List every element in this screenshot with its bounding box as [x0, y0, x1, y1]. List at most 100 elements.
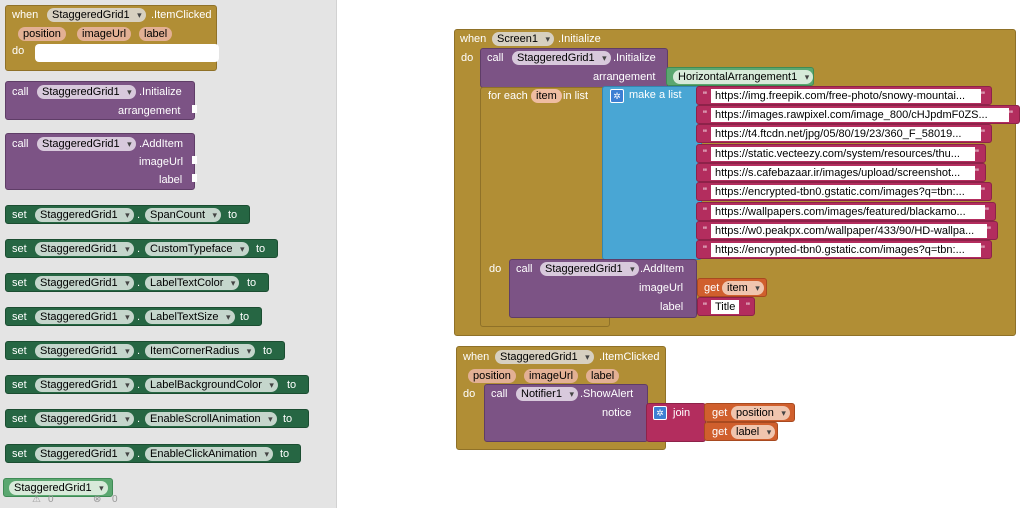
component-dropdown[interactable]: StaggeredGrid1: [35, 412, 134, 426]
component-dropdown[interactable]: StaggeredGrid1: [35, 242, 134, 256]
param-position[interactable]: position: [18, 27, 66, 41]
component-dropdown[interactable]: StaggeredGrid1: [37, 137, 136, 151]
get-item-block[interactable]: get item: [697, 278, 767, 297]
open-quote: ": [703, 186, 707, 198]
url-text-block-1[interactable]: " https://img.freepik.com/free-photo/sno…: [696, 86, 992, 105]
url-text[interactable]: https://encrypted-tbn0.gstatic.com/image…: [711, 185, 981, 199]
url-text-block-8[interactable]: " https://w0.peakpx.com/wallpaper/433/90…: [696, 221, 998, 240]
url-text[interactable]: https://static.vecteezy.com/system/resou…: [711, 147, 975, 161]
property-dropdown[interactable]: LabelTextSize: [145, 310, 235, 324]
component-dropdown[interactable]: StaggeredGrid1: [35, 208, 134, 222]
arrangement-component-block[interactable]: HorizontalArrangement1: [666, 67, 814, 86]
component-dropdown[interactable]: StaggeredGrid1: [540, 262, 639, 276]
to-keyword: to: [283, 413, 293, 425]
get-label-block[interactable]: get label: [704, 422, 778, 441]
component-dropdown[interactable]: StaggeredGrid1: [9, 481, 108, 495]
join-block[interactable]: ✲ join: [646, 403, 706, 442]
mutator-gear-icon[interactable]: ✲: [653, 406, 667, 420]
warning-count: 0: [48, 494, 54, 505]
join-label: join: [673, 407, 691, 419]
url-text-block-6[interactable]: " https://encrypted-tbn0.gstatic.com/ima…: [696, 182, 992, 201]
call-additem-block[interactable]: call StaggeredGrid1 .AddItem imageUrl la…: [509, 259, 697, 318]
url-text-block-3[interactable]: " https://t4.ftcdn.net/jpg/05/80/19/23/3…: [696, 124, 992, 143]
url-text[interactable]: https://t4.ftcdn.net/jpg/05/80/19/23/360…: [711, 127, 981, 141]
warning-icon[interactable]: ⚠: [32, 494, 41, 505]
property-dropdown[interactable]: EnableScrollAnimation: [145, 412, 277, 426]
open-quote: ": [703, 225, 707, 237]
open-quote: ": [703, 148, 707, 160]
set-customtypeface-block[interactable]: set StaggeredGrid1 . CustomTypeface to: [5, 239, 278, 258]
set-labeltextcolor-block[interactable]: set StaggeredGrid1 . LabelTextColor to: [5, 273, 269, 292]
make-a-list-block[interactable]: ✲ make a list: [602, 86, 702, 260]
component-dropdown[interactable]: StaggeredGrid1: [512, 51, 611, 65]
url-text[interactable]: https://s.cafebazaar.ir/images/upload/sc…: [711, 166, 975, 180]
component-dropdown[interactable]: StaggeredGrid1: [35, 344, 134, 358]
set-keyword: set: [12, 379, 27, 391]
url-text[interactable]: https://wallpapers.com/images/featured/b…: [711, 205, 985, 219]
component-dropdown[interactable]: StaggeredGrid1: [35, 276, 134, 290]
property-dropdown[interactable]: SpanCount: [145, 208, 222, 222]
component-dropdown[interactable]: Notifier1: [516, 387, 578, 401]
loop-variable[interactable]: item: [531, 89, 562, 103]
variable-dropdown[interactable]: position: [731, 406, 790, 420]
title-text-block[interactable]: " Title ": [697, 297, 755, 316]
url-text-block-2[interactable]: " https://images.rawpixel.com/image_800/…: [696, 105, 1020, 124]
set-labeltextsize-block[interactable]: set StaggeredGrid1 . LabelTextSize to: [5, 307, 262, 326]
url-text-block-7[interactable]: " https://wallpapers.com/images/featured…: [696, 202, 996, 221]
arg-arrangement: arrangement: [118, 105, 181, 117]
component-dropdown[interactable]: StaggeredGrid1: [35, 310, 134, 324]
url-text-block-4[interactable]: " https://static.vecteezy.com/system/res…: [696, 144, 986, 163]
component-dropdown[interactable]: StaggeredGrid1: [35, 378, 134, 392]
set-enablescrollanimation-block[interactable]: set StaggeredGrid1 . EnableScrollAnimati…: [5, 409, 309, 428]
call-initialize-block[interactable]: call StaggeredGrid1 .Initialize arrangem…: [5, 81, 197, 120]
component-dropdown[interactable]: StaggeredGrid1: [37, 85, 136, 99]
component-reference-block[interactable]: StaggeredGrid1: [3, 478, 113, 497]
call-keyword: call: [12, 86, 29, 98]
component-dropdown[interactable]: HorizontalArrangement1: [673, 70, 814, 84]
param-label[interactable]: label: [139, 27, 173, 41]
property-dropdown[interactable]: CustomTypeface: [145, 242, 249, 256]
close-quote: ": [981, 128, 985, 140]
property-dropdown[interactable]: LabelBackgroundColor: [145, 378, 278, 392]
call-additem-block[interactable]: call StaggeredGrid1 .AddItem imageUrl la…: [5, 133, 197, 190]
dot-separator: .: [137, 311, 141, 323]
url-text[interactable]: https://images.rawpixel.com/image_800/cH…: [711, 108, 1009, 122]
set-enableclickanimation-block[interactable]: set StaggeredGrid1 . EnableClickAnimatio…: [5, 444, 301, 463]
property-dropdown[interactable]: LabelTextColor: [145, 276, 240, 290]
arg-notice: notice: [602, 407, 632, 419]
component-dropdown[interactable]: StaggeredGrid1: [35, 447, 134, 461]
mutator-gear-icon[interactable]: ✲: [610, 89, 624, 103]
url-text[interactable]: https://img.freepik.com/free-photo/snowy…: [711, 89, 981, 103]
component-dropdown[interactable]: StaggeredGrid1: [495, 350, 594, 364]
set-spancount-block[interactable]: set StaggeredGrid1 . SpanCount to: [5, 205, 250, 224]
variable-dropdown[interactable]: label: [731, 425, 776, 439]
url-text[interactable]: https://encrypted-tbn0.gstatic.com/image…: [711, 243, 981, 257]
close-quote: ": [1009, 109, 1013, 121]
param-imageurl[interactable]: imageUrl: [77, 27, 132, 41]
get-position-block[interactable]: get position: [704, 403, 795, 422]
call-showalert-block[interactable]: call Notifier1 .ShowAlert notice: [484, 384, 648, 442]
open-quote: ": [703, 206, 707, 218]
get-keyword: get: [712, 426, 728, 438]
property-dropdown[interactable]: ItemCornerRadius: [145, 344, 256, 358]
arg-label: label: [159, 174, 183, 186]
property-dropdown[interactable]: EnableClickAnimation: [145, 447, 273, 461]
to-keyword: to: [287, 379, 297, 391]
component-dropdown[interactable]: Screen1: [492, 32, 554, 46]
set-labelbackgroundcolor-block[interactable]: set StaggeredGrid1 . LabelBackgroundColo…: [5, 375, 309, 394]
item-clicked-event-block[interactable]: when StaggeredGrid1 .ItemClicked positio…: [5, 5, 219, 71]
url-text[interactable]: https://w0.peakpx.com/wallpaper/433/90/H…: [711, 224, 987, 238]
title-text[interactable]: Title: [711, 300, 740, 314]
param-imageurl[interactable]: imageUrl: [524, 369, 579, 383]
url-text-block-5[interactable]: " https://s.cafebazaar.ir/images/upload/…: [696, 163, 986, 182]
url-text-block-9[interactable]: " https://encrypted-tbn0.gstatic.com/ima…: [696, 240, 992, 259]
variable-dropdown[interactable]: item: [722, 281, 764, 295]
dot-separator: .: [137, 277, 141, 289]
error-icon[interactable]: ⊗: [93, 494, 102, 505]
dot-separator: .: [137, 243, 141, 255]
component-dropdown[interactable]: StaggeredGrid1: [47, 8, 146, 22]
param-position[interactable]: position: [468, 369, 516, 383]
set-itemcornerradius-block[interactable]: set StaggeredGrid1 . ItemCornerRadius to: [5, 341, 285, 360]
param-label[interactable]: label: [586, 369, 620, 383]
call-initialize-block[interactable]: call StaggeredGrid1 .Initialize arrangem…: [480, 48, 668, 88]
